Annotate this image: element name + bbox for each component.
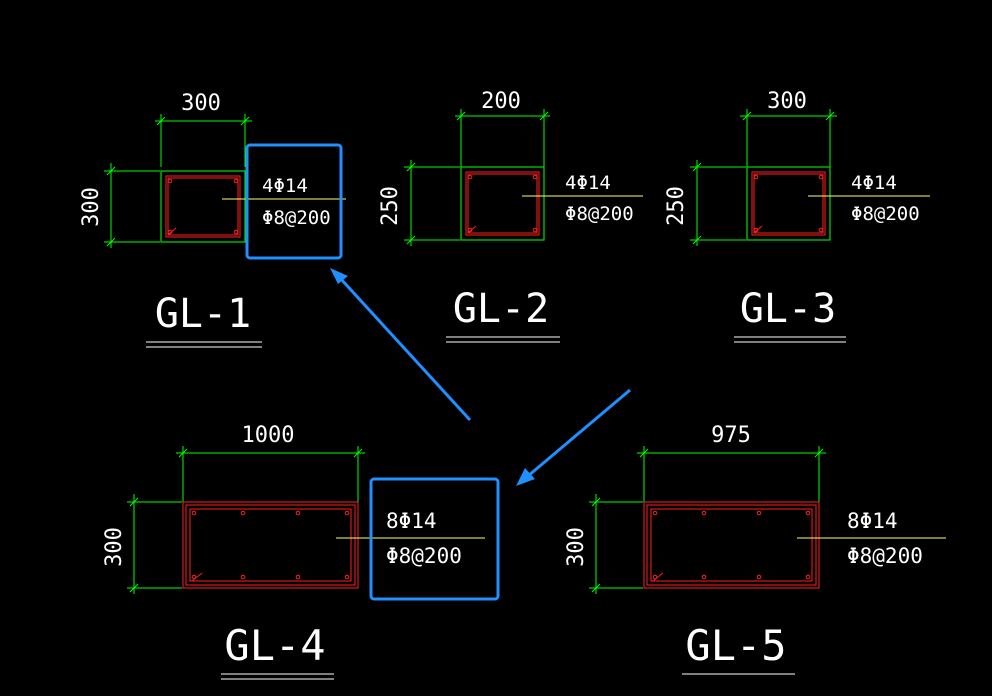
height-dimension	[404, 160, 460, 246]
arrow-head-icon	[516, 468, 535, 486]
rebar-cage	[751, 171, 826, 236]
width-dimension	[176, 446, 365, 502]
section-title: GL-2	[453, 286, 549, 332]
width-dimension	[740, 109, 837, 167]
main-bar-label: 8Φ14	[847, 509, 898, 533]
section-gl-3: 300 250 4Φ14 Φ8@200 GL-3	[664, 89, 930, 343]
height-dimension-label: 250	[378, 186, 403, 226]
width-dimension-label: 1000	[242, 423, 295, 448]
arrow-head-icon	[330, 268, 348, 284]
section-outline	[160, 170, 246, 243]
height-dimension-label: 300	[564, 527, 589, 567]
height-dimension	[690, 160, 746, 246]
width-dimension-label: 300	[767, 89, 807, 114]
height-dimension-label: 300	[102, 527, 127, 567]
stirrup-label: Φ8@200	[262, 207, 331, 229]
highlight-box-gl-4	[369, 477, 500, 601]
highlight-box-gl-1	[245, 143, 343, 260]
main-bar-label: 4Φ14	[262, 175, 308, 197]
width-dimension-label: 975	[711, 423, 751, 448]
width-dimension-label: 200	[481, 89, 521, 114]
height-dimension	[589, 494, 643, 594]
height-dimension	[104, 163, 160, 248]
section-gl-2: 200 250 4Φ14 Φ8@200 GL-2	[378, 89, 643, 343]
width-dimension	[637, 446, 826, 502]
height-dimension	[127, 494, 182, 594]
stirrup-label: Φ8@200	[847, 544, 923, 568]
section-gl-4: 1000 300 8Φ14 Φ8@200 GL-4	[102, 423, 485, 680]
arrow-to-gl-4	[527, 388, 631, 478]
width-dimension-label: 300	[181, 91, 221, 116]
height-dimension-label: 250	[664, 186, 689, 226]
section-title: GL-1	[155, 291, 251, 337]
rebar-cage	[465, 171, 540, 236]
section-gl-1: 300 300 4Φ14 Φ8@200 GL-1	[79, 91, 346, 348]
height-dimension-label: 300	[79, 187, 104, 227]
width-dimension	[455, 109, 550, 167]
width-dimension	[155, 114, 252, 167]
section-gl-5: 975 300 8Φ14 Φ8@200 GL-5	[564, 423, 946, 675]
section-outline	[460, 166, 545, 241]
main-bar-label: 4Φ14	[851, 172, 897, 194]
annotation-arrows	[330, 268, 631, 486]
stirrup-label: Φ8@200	[565, 203, 634, 225]
section-title: GL-4	[224, 621, 325, 670]
rebar-cage	[182, 501, 359, 589]
section-title: GL-3	[740, 286, 836, 332]
rebar-cage	[643, 501, 820, 589]
section-outline	[746, 166, 831, 241]
arrow-to-gl-1	[338, 276, 472, 422]
main-bar-label: 8Φ14	[386, 509, 437, 533]
main-bar-label: 4Φ14	[565, 172, 611, 194]
stirrup-label: Φ8@200	[386, 544, 462, 568]
rebar-cage	[165, 175, 241, 238]
stirrup-label: Φ8@200	[851, 203, 920, 225]
section-title: GL-5	[685, 621, 786, 670]
